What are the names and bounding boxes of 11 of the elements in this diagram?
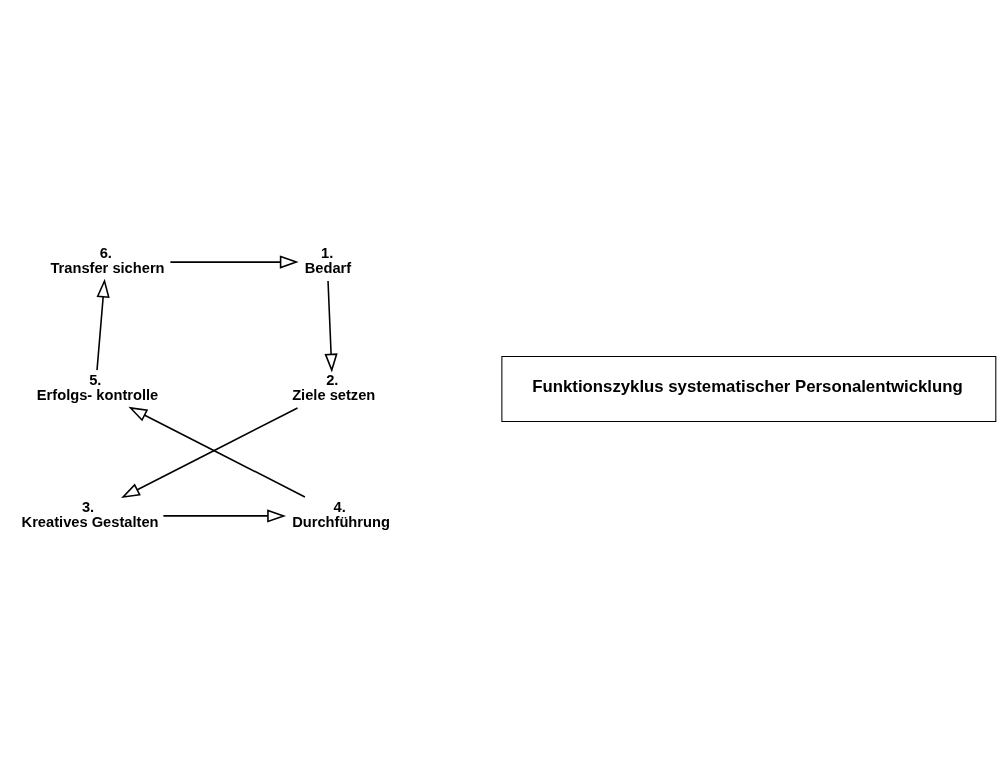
arrow <box>169 255 299 269</box>
node-text: 2. Ziele setzen <box>291 372 375 403</box>
arrow <box>323 280 338 373</box>
arrow <box>162 509 286 523</box>
node-text: 4. Durchführung <box>291 498 390 530</box>
node-text: 3. Kreatives Gestalten <box>21 498 159 530</box>
arrow <box>95 278 110 371</box>
node-text: 5. Erfolgs- kontrolle <box>36 372 158 403</box>
node-text: 6. Transfer sichern <box>49 245 165 276</box>
node-text: 1. Bedarf <box>304 245 351 276</box>
node-box: Funktionszyklus systematischer Personalentwicklung <box>500 355 996 423</box>
